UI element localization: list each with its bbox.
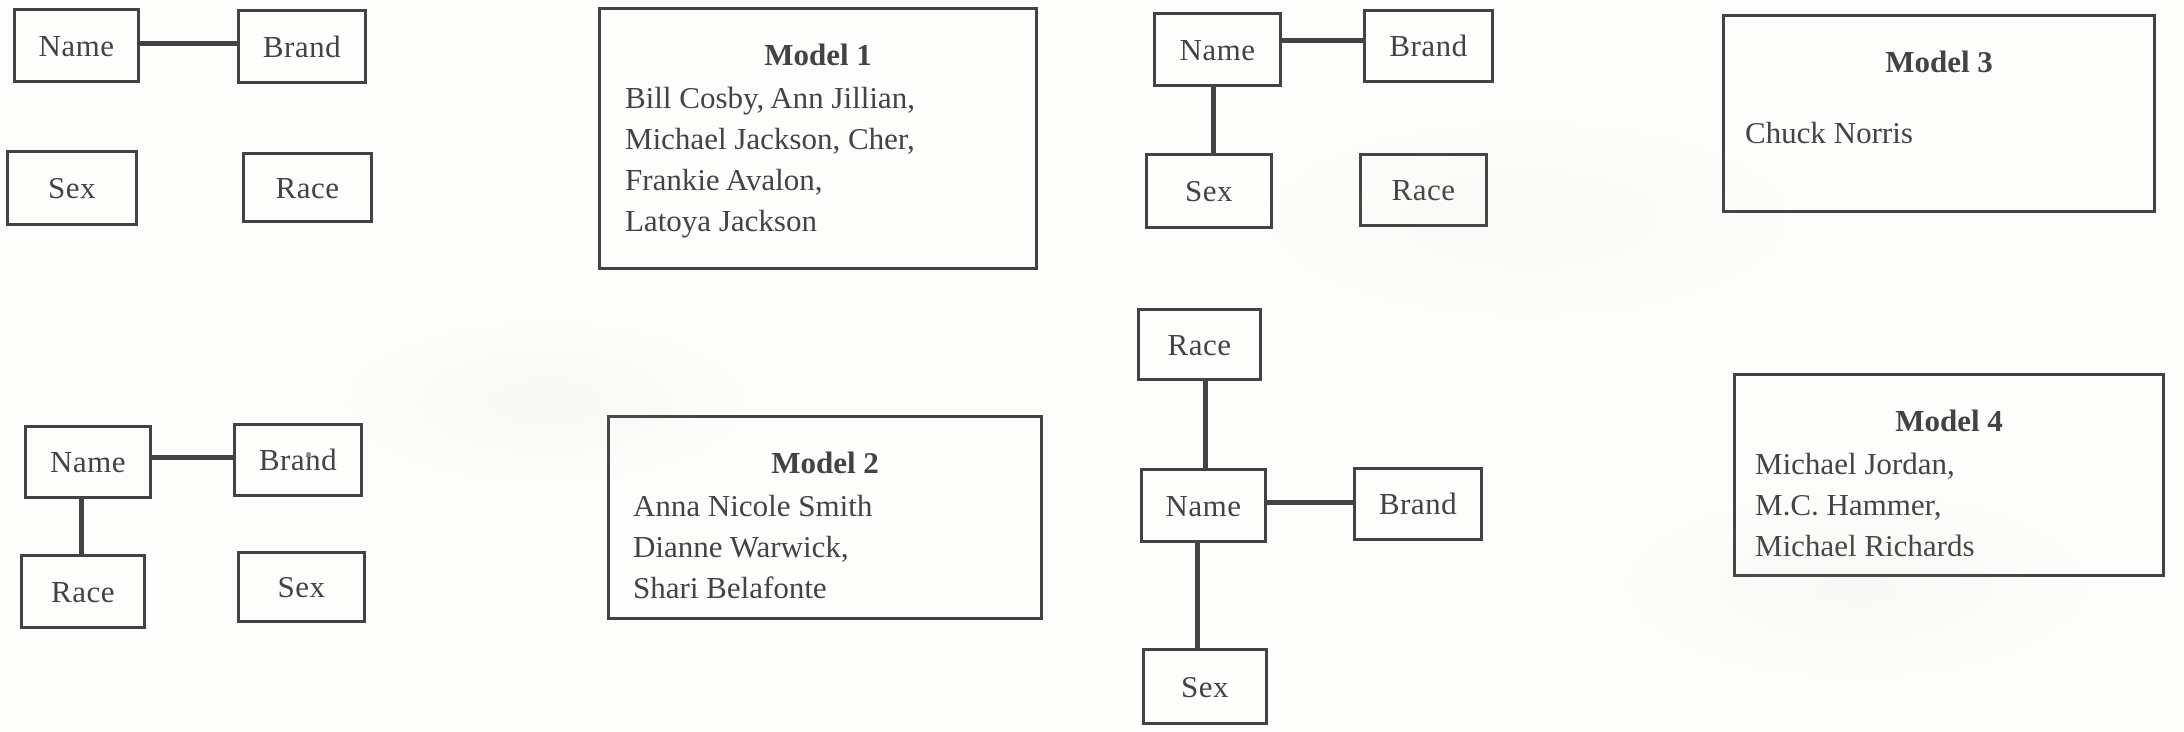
model-1-names: Bill Cosby, Ann Jillian, Michael Jackson… bbox=[601, 77, 1035, 241]
model-3-line: Chuck Norris bbox=[1745, 115, 1913, 150]
node-brand-cluster2: Brand bbox=[1363, 9, 1494, 83]
model-2-box: Model 2 Anna Nicole Smith Dianne Warwick… bbox=[607, 415, 1043, 620]
edge-race-name-cluster4 bbox=[1203, 381, 1208, 468]
node-name-cluster3: Name bbox=[24, 425, 152, 499]
model-3-title: Model 3 bbox=[1885, 44, 1993, 79]
node-sex-cluster2: Sex bbox=[1145, 153, 1273, 229]
model-1-line: Bill Cosby, Ann Jillian, bbox=[625, 80, 915, 115]
model-3-names: Chuck Norris bbox=[1725, 112, 2153, 153]
model-2-title: Model 2 bbox=[771, 445, 879, 480]
model-4-box: Model 4 Michael Jordan, M.C. Hammer, Mic… bbox=[1733, 373, 2165, 577]
node-brand-cluster3: Brand bbox=[233, 423, 363, 497]
model-2-line: Dianne Warwick, bbox=[633, 529, 849, 564]
node-race-cluster2: Race bbox=[1359, 153, 1488, 227]
model-2-line: Shari Belafonte bbox=[633, 570, 827, 605]
edge-name-sex-cluster4 bbox=[1195, 543, 1200, 648]
model-4-names: Michael Jordan, M.C. Hammer, Michael Ric… bbox=[1736, 443, 2162, 566]
model-4-line: Michael Jordan, bbox=[1755, 446, 1955, 481]
node-brand-cluster4: Brand bbox=[1353, 467, 1483, 541]
model-4-title: Model 4 bbox=[1895, 403, 2003, 438]
node-name-cluster2: Name bbox=[1153, 12, 1282, 87]
edge-name-brand-cluster3 bbox=[152, 455, 233, 460]
node-sex-cluster3: Sex bbox=[237, 551, 366, 623]
node-race-cluster1: Race bbox=[242, 152, 373, 223]
scan-speck bbox=[306, 452, 311, 457]
model-1-line: Frankie Avalon, bbox=[625, 162, 823, 197]
node-name-cluster4: Name bbox=[1140, 468, 1267, 543]
model-4-line: Michael Richards bbox=[1755, 528, 1975, 563]
node-brand-cluster1: Brand bbox=[237, 9, 367, 84]
model-2-names: Anna Nicole Smith Dianne Warwick, Shari … bbox=[610, 485, 1040, 608]
edge-name-brand-cluster1 bbox=[140, 41, 237, 46]
node-sex-cluster4: Sex bbox=[1142, 648, 1268, 725]
edge-name-brand-cluster4 bbox=[1267, 500, 1353, 505]
model-2-line: Anna Nicole Smith bbox=[633, 488, 873, 523]
node-race-cluster3: Race bbox=[20, 554, 146, 629]
model-1-title: Model 1 bbox=[764, 37, 872, 72]
node-sex-cluster1: Sex bbox=[6, 150, 138, 226]
edge-name-brand-cluster2 bbox=[1282, 38, 1363, 43]
node-name-cluster1: Name bbox=[13, 8, 140, 83]
model-3-box: Model 3 Chuck Norris bbox=[1722, 14, 2156, 213]
model-1-line: Latoya Jackson bbox=[625, 203, 817, 238]
edge-name-sex-cluster2 bbox=[1211, 87, 1216, 153]
model-4-line: M.C. Hammer, bbox=[1755, 487, 1942, 522]
edge-name-race-cluster3 bbox=[79, 499, 84, 555]
node-race-cluster4: Race bbox=[1137, 308, 1262, 381]
model-1-line: Michael Jackson, Cher, bbox=[625, 121, 915, 156]
model-1-box: Model 1 Bill Cosby, Ann Jillian, Michael… bbox=[598, 7, 1038, 270]
